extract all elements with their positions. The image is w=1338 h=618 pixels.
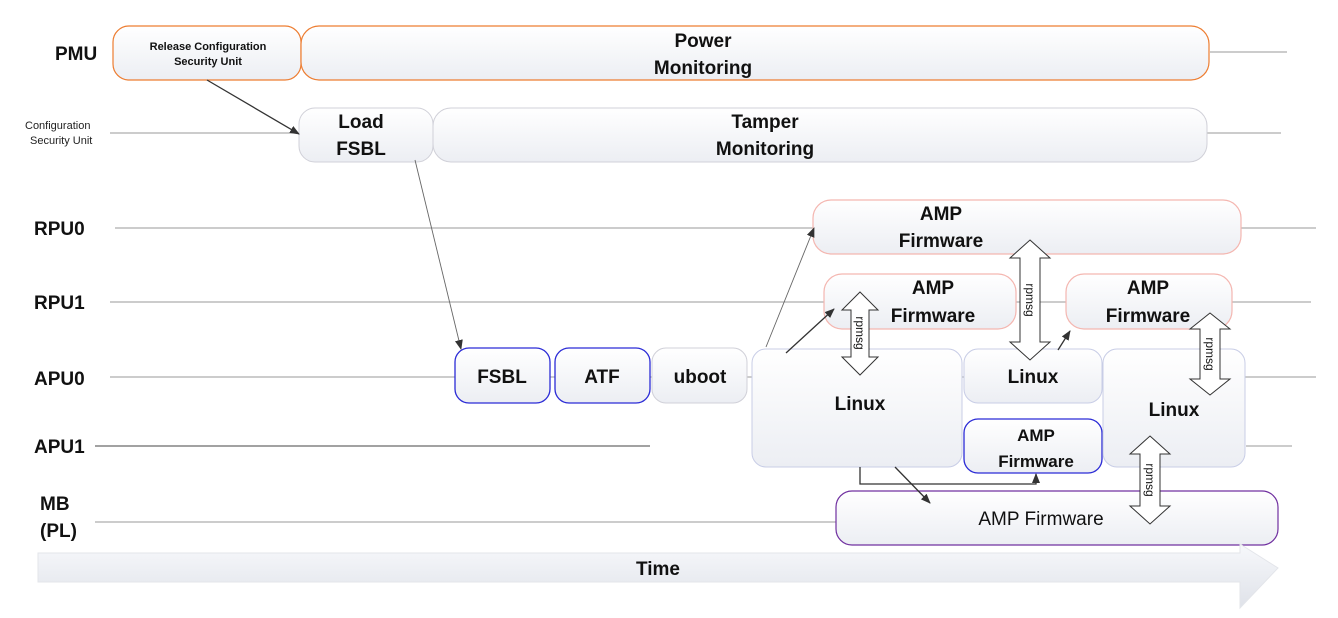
uboot-block xyxy=(651,347,748,404)
lane-label-rpu1: RPU1 xyxy=(34,293,85,314)
lane-label-csu-line2: Security Unit xyxy=(30,135,92,147)
mb-amp-firmware-block xyxy=(835,490,1279,546)
release-to-load-arrow xyxy=(206,79,300,135)
rpu1-amp-b-line1: AMP xyxy=(1127,278,1170,299)
rpu0-amp-line1: AMP xyxy=(920,204,963,225)
fsbl-label: FSBL xyxy=(477,367,527,388)
atf-block xyxy=(554,347,651,404)
fsbl-block xyxy=(454,347,551,404)
load-to-fsbl-arrow xyxy=(414,159,463,350)
apu1-amp-line1: AMP xyxy=(1017,426,1055,445)
power-monitoring-line1: Power xyxy=(674,31,732,52)
tamper-monitoring-line1: Tamper xyxy=(731,112,799,133)
apu1-amp-line2: Firmware xyxy=(998,452,1074,471)
linux-mid-label: Linux xyxy=(1008,367,1059,388)
power-monitoring-block xyxy=(300,25,1210,81)
lane-label-pl: (PL) xyxy=(40,521,77,542)
tamper-monitoring-line2: Monitoring xyxy=(716,139,814,160)
linux-main-label: Linux xyxy=(835,394,886,415)
release-csu-line1: Release Configuration xyxy=(150,41,267,53)
rpu1-amp-b-line2: Firmware xyxy=(1106,306,1190,327)
lane-label-apu0: APU0 xyxy=(34,369,85,390)
load-fsbl-line2: FSBL xyxy=(336,139,386,160)
rpmsg-arrow-3: rpmsg xyxy=(1188,312,1232,396)
rpu0-amp-line2: Firmware xyxy=(899,231,983,252)
rpu1-amp-a-line2: Firmware xyxy=(891,306,975,327)
lane-label-rpu0: RPU0 xyxy=(34,219,85,240)
lane-label-pmu: PMU xyxy=(55,44,97,65)
linux-to-mb-arrow xyxy=(894,466,931,504)
rpmsg-arrow-1: rpmsg xyxy=(840,291,880,376)
rpmsg-label-2: rpmsg xyxy=(1023,283,1037,316)
linux-to-rpu1-arrow xyxy=(785,308,835,354)
rpu1-amp-firmware-block-b xyxy=(1065,273,1233,330)
linux-right-label: Linux xyxy=(1149,400,1200,421)
time-arrow: Time xyxy=(37,543,1279,610)
lane-label-csu-line1: Configuration xyxy=(25,120,90,132)
rpmsg-label-3: rpmsg xyxy=(1203,337,1217,370)
rpmsg-arrow-2: rpmsg xyxy=(1008,239,1052,361)
linux-mid-to-rpu1b-arrow xyxy=(1057,330,1071,351)
uboot-label: uboot xyxy=(674,367,727,388)
rpmsg-arrow-4: rpmsg xyxy=(1128,435,1172,525)
rpu1-amp-a-line1: AMP xyxy=(912,278,955,299)
linux-to-apu1-amp-arrow xyxy=(859,467,1040,485)
rpu1-amp-firmware-block-a xyxy=(823,273,1017,330)
power-monitoring-line2: Monitoring xyxy=(654,58,752,79)
load-fsbl-line1: Load xyxy=(338,112,383,133)
lane-label-apu1: APU1 xyxy=(34,437,85,458)
apu-to-rpu0-arrow xyxy=(765,227,815,348)
rpmsg-label-1: rpmsg xyxy=(853,316,867,349)
release-csu-block xyxy=(112,25,302,81)
rpmsg-label-4: rpmsg xyxy=(1143,463,1157,496)
lane-label-mb: MB xyxy=(40,494,70,515)
flow-arrows xyxy=(206,79,1071,504)
tamper-monitoring-block xyxy=(432,107,1208,163)
mb-amp-label: AMP Firmware xyxy=(978,509,1103,530)
release-csu-line2: Security Unit xyxy=(174,56,242,68)
atf-label: ATF xyxy=(584,367,620,388)
time-label: Time xyxy=(636,559,680,580)
